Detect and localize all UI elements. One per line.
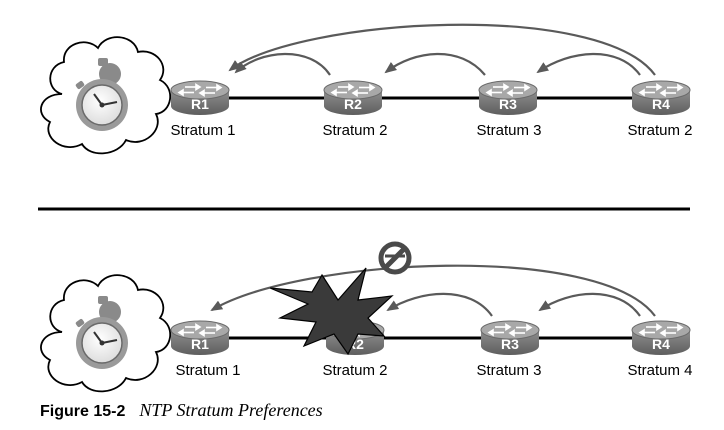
failure-explosion-icon bbox=[269, 267, 394, 356]
sync-arrow-r2-r1 bbox=[234, 52, 331, 76]
figure-title: NTP Stratum Preferences bbox=[139, 400, 323, 420]
stratum-label: Stratum 2 bbox=[627, 122, 692, 139]
stratum-label: Stratum 1 bbox=[175, 362, 240, 379]
sync-arrow-r3-r2 bbox=[386, 292, 493, 317]
router-label: R4 bbox=[652, 96, 670, 112]
stratum-label: Stratum 3 bbox=[476, 362, 541, 379]
sync-arrow-r3-r2 bbox=[384, 52, 486, 76]
figure-caption: Figure 15-2 NTP Stratum Preferences bbox=[40, 400, 323, 421]
sync-arrow-r4-r3 bbox=[536, 52, 641, 76]
router-label: R2 bbox=[344, 96, 362, 112]
bottom-diagram: R1 R2 R3 R4 Stratum 1 Stratum 2 Stratum … bbox=[39, 241, 693, 393]
router-r4: R4 bbox=[631, 320, 691, 356]
stratum-label: Stratum 2 bbox=[322, 362, 387, 379]
router-r4: R4 bbox=[631, 80, 691, 116]
router-label: R1 bbox=[191, 336, 209, 352]
stratum-label: Stratum 1 bbox=[170, 122, 235, 139]
figure-number: Figure 15-2 bbox=[40, 403, 126, 420]
router-r3: R3 bbox=[480, 320, 540, 356]
time-source-cloud-bottom bbox=[39, 274, 172, 393]
router-label: R3 bbox=[499, 96, 517, 112]
stratum-label: Stratum 2 bbox=[322, 122, 387, 139]
router-r1: R1 bbox=[170, 320, 230, 356]
router-label: R1 bbox=[191, 96, 209, 112]
stratum-label: Stratum 4 bbox=[627, 362, 692, 379]
sync-arrow-r4-r3 bbox=[538, 292, 641, 317]
sync-arrow-r4-r1 bbox=[210, 264, 656, 317]
blocked-icon bbox=[378, 241, 412, 275]
router-label: R3 bbox=[501, 336, 519, 352]
router-label: R4 bbox=[652, 336, 670, 352]
stopwatch-icon bbox=[39, 274, 172, 393]
stopwatch-icon bbox=[39, 36, 172, 155]
router-r3: R3 bbox=[478, 80, 538, 116]
router-r1: R1 bbox=[170, 80, 230, 116]
time-source-cloud-top bbox=[39, 36, 172, 155]
top-diagram: R1 R2 R3 R4 Stratum 1 Stratum 2 Stratum … bbox=[39, 23, 693, 155]
router-r2: R2 bbox=[323, 80, 383, 116]
stratum-label: Stratum 3 bbox=[476, 122, 541, 139]
sync-arrow-r4-r1 bbox=[228, 23, 656, 76]
